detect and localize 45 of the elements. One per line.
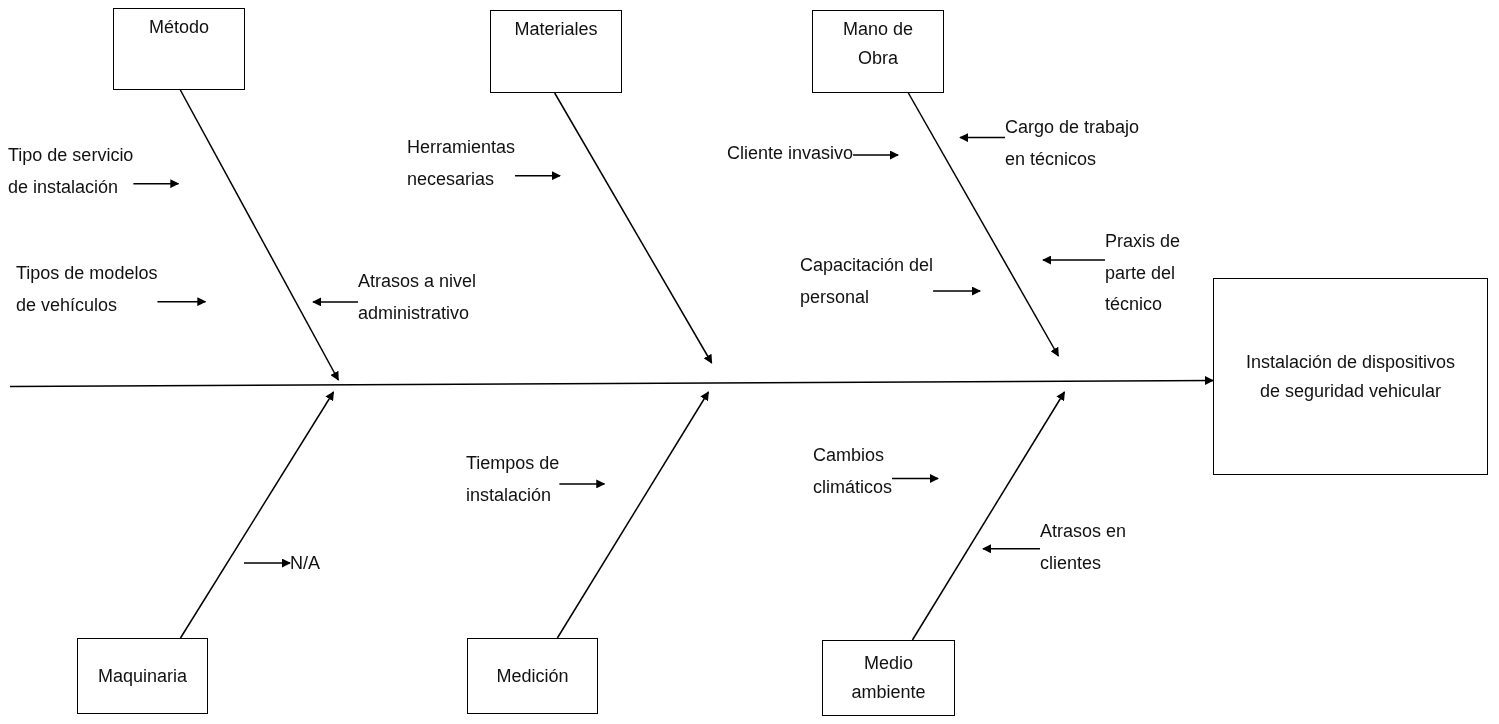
arrow (959, 133, 1006, 143)
cause-label: Atrasos a nivel administrativo (358, 266, 528, 329)
arrow (932, 286, 981, 296)
bone-arrow (553, 92, 713, 364)
cause-label: Cambios climáticos (813, 440, 923, 503)
arrow (312, 297, 359, 307)
cause-label: Tipo de servicio de instalación (8, 140, 153, 203)
bone-arrow (179, 89, 340, 381)
cause-label: Herramientas necesarias (407, 132, 532, 195)
arrow (891, 474, 939, 483)
cause-label: Capacitación del personal (800, 250, 985, 313)
cause-label: Praxis de parte del técnico (1105, 226, 1205, 321)
category-box (490, 10, 622, 93)
bone-arrow (179, 391, 335, 639)
category-box (113, 8, 245, 90)
cause-label: Atrasos en clientes (1040, 516, 1150, 579)
cause-label: Tipos de modelos de vehículos (16, 258, 166, 321)
category-box (822, 640, 955, 716)
category-label: Materiales (514, 18, 598, 41)
arrow (156, 297, 207, 307)
arrow (852, 150, 899, 160)
bone-arrow (907, 92, 1060, 357)
category-label: Método (148, 16, 209, 39)
arrow (514, 171, 561, 181)
category-label: Medio ambiente (850, 652, 927, 704)
cause-label: Cliente invasivo (727, 138, 927, 170)
cause-label: Cargo de trabajo en técnicos (1005, 112, 1145, 175)
arrow (1042, 255, 1106, 265)
arrow (982, 544, 1041, 554)
arrow (132, 179, 180, 189)
arrow (243, 558, 291, 568)
spine-arrow (9, 376, 1214, 388)
category-label: Maquinaria (97, 664, 188, 688)
category-label: Mano de Obra (841, 18, 915, 70)
bone-arrow (556, 391, 710, 639)
category-box (812, 10, 944, 93)
bone-arrow (911, 391, 1066, 641)
arrow (558, 479, 606, 489)
effect-label: Instalación de dispositivos de seguridad vehicular (1244, 350, 1457, 403)
effect-box (1213, 278, 1488, 475)
category-box (467, 638, 598, 714)
category-label: Medición (496, 664, 569, 688)
category-box (77, 638, 208, 714)
cause-label: N/A (290, 548, 350, 580)
cause-label: Tiempos de instalación (466, 448, 596, 511)
